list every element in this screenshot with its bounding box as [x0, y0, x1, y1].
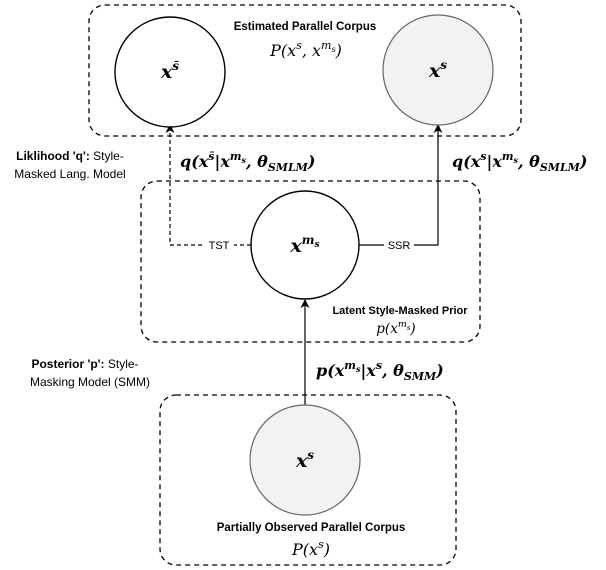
middle-box-title: Latent Style-Masked Prior	[332, 305, 468, 317]
node-x-s-bottom: xs	[249, 404, 361, 516]
svg-text:xs̄: xs̄	[160, 59, 179, 83]
node-x-s-top: xs	[382, 14, 494, 126]
node-x-ms: xms	[250, 190, 360, 300]
middle-prior-box	[140, 180, 481, 343]
likelihood-label: Liklihood 'q': Style- Masked Lang. Model	[14, 149, 125, 181]
svg-text:xs: xs	[295, 448, 314, 472]
svg-text:Masked Lang. Model: Masked Lang. Model	[14, 167, 125, 181]
top-box-formula: P(xs, xms)	[269, 39, 342, 60]
q-right-equation: q(xs|xms, θSMLM)	[452, 150, 587, 174]
svg-text:Posterior 'p': Style-: Posterior 'p': Style-	[31, 357, 138, 371]
ssr-label: SSR	[388, 240, 411, 252]
top-box-title: Estimated Parallel Corpus	[234, 21, 377, 33]
middle-box-formula: p(xms)	[376, 319, 415, 337]
node-x-sbar: xs̄	[114, 16, 226, 128]
p-posterior-equation: p(xms|xs, θSMM)	[316, 359, 444, 383]
ssr-edge	[359, 124, 443, 246]
bottom-box-title: Partially Observed Parallel Corpus	[217, 522, 406, 534]
bottom-box-formula: P(xs)	[291, 538, 330, 559]
top-corpus-box	[88, 4, 522, 137]
svg-text:xs: xs	[428, 58, 447, 82]
svg-text:Liklihood 'q': Style-: Liklihood 'q': Style-	[16, 149, 124, 163]
svg-text:xms: xms	[289, 233, 319, 257]
tst-label: TST	[209, 240, 230, 252]
q-left-equation: q(xs̄|xms, θSMLM)	[180, 150, 315, 174]
tst-edge	[165, 124, 251, 246]
svg-text:Masking Model (SMM): Masking Model (SMM)	[30, 375, 150, 389]
posterior-label: Posterior 'p': Style- Masking Model (SMM…	[30, 357, 150, 389]
